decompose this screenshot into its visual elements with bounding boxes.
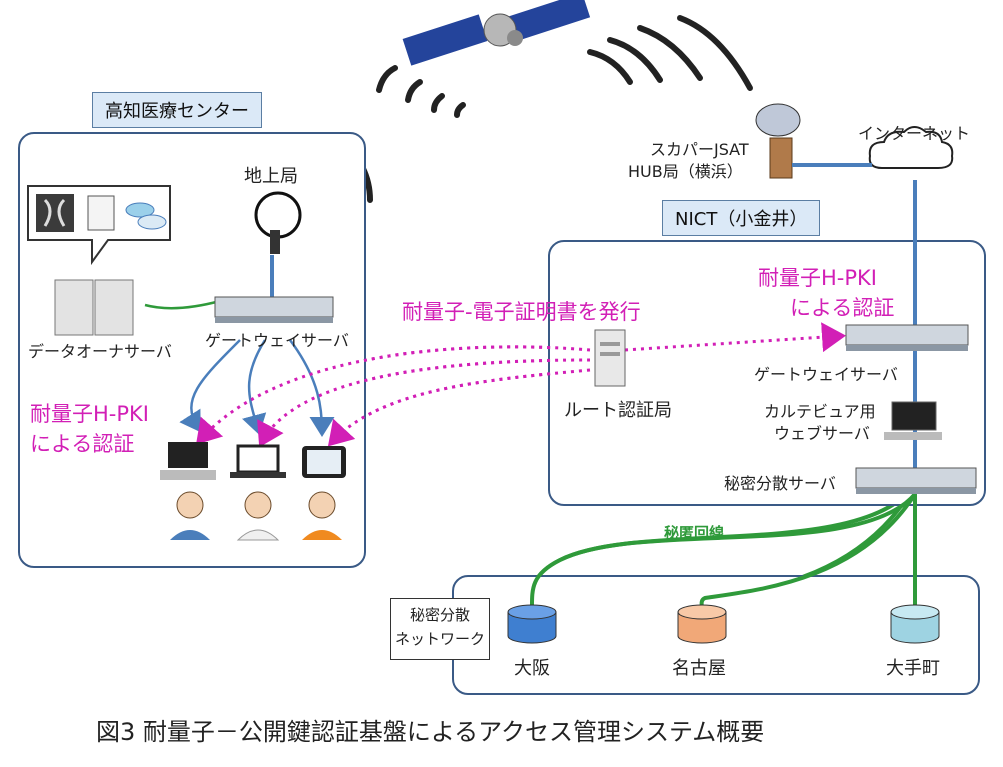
gateway-server-left-label: ゲートウェイサーバ — [205, 331, 349, 350]
ground-station-label: 地上局 — [244, 166, 298, 187]
issue-certificate-label: 耐量子-電子証明書を発行 — [402, 300, 641, 324]
nagoya-label: 名古屋 — [672, 658, 726, 679]
carte-viewer-label-2: ウェブサーバ — [774, 424, 870, 443]
network-label-2: ネットワーク — [394, 630, 485, 648]
carte-viewer-label-1: カルテビュア用 — [764, 402, 876, 421]
network-label-1: 秘密分散 — [409, 606, 470, 624]
root-ca-label: ルート認証局 — [564, 400, 672, 421]
auth-right-label-2: による認証 — [790, 296, 895, 320]
signal-arcs-right — [587, 15, 753, 91]
otemachi-label: 大手町 — [886, 658, 940, 679]
auth-left-label-1: 耐量子H-PKI — [30, 402, 149, 426]
gateway-server-right-label: ゲートウェイサーバ — [754, 365, 898, 384]
figure-caption: 図3 耐量子－公開鍵認証基盤によるアクセス管理システム概要 — [96, 718, 765, 746]
secret-line-label: 秘匿回線 — [664, 524, 725, 542]
kochi-label: 高知医療センター — [92, 92, 262, 128]
hub-dish-icon — [755, 103, 801, 179]
osaka-label: 大阪 — [514, 658, 550, 679]
nict-label: NICT（小金井） — [662, 200, 821, 236]
skyperfect-label-2: HUB局（横浜） — [628, 162, 743, 181]
auth-left-label-2: による認証 — [30, 432, 135, 456]
data-owner-server-label: データオーナサーバ — [28, 342, 172, 361]
auth-right-label-1: 耐量子H-PKI — [758, 266, 877, 290]
skyperfect-label-1: スカパーJSAT — [650, 140, 749, 159]
secret-server-label: 秘密分散サーバ — [724, 474, 836, 493]
satellite-icon — [402, 0, 591, 66]
network-label-box: 秘密分散 ネットワーク — [390, 598, 490, 660]
internet-label: インターネット — [858, 124, 971, 143]
internet-cloud-icon — [868, 126, 954, 169]
